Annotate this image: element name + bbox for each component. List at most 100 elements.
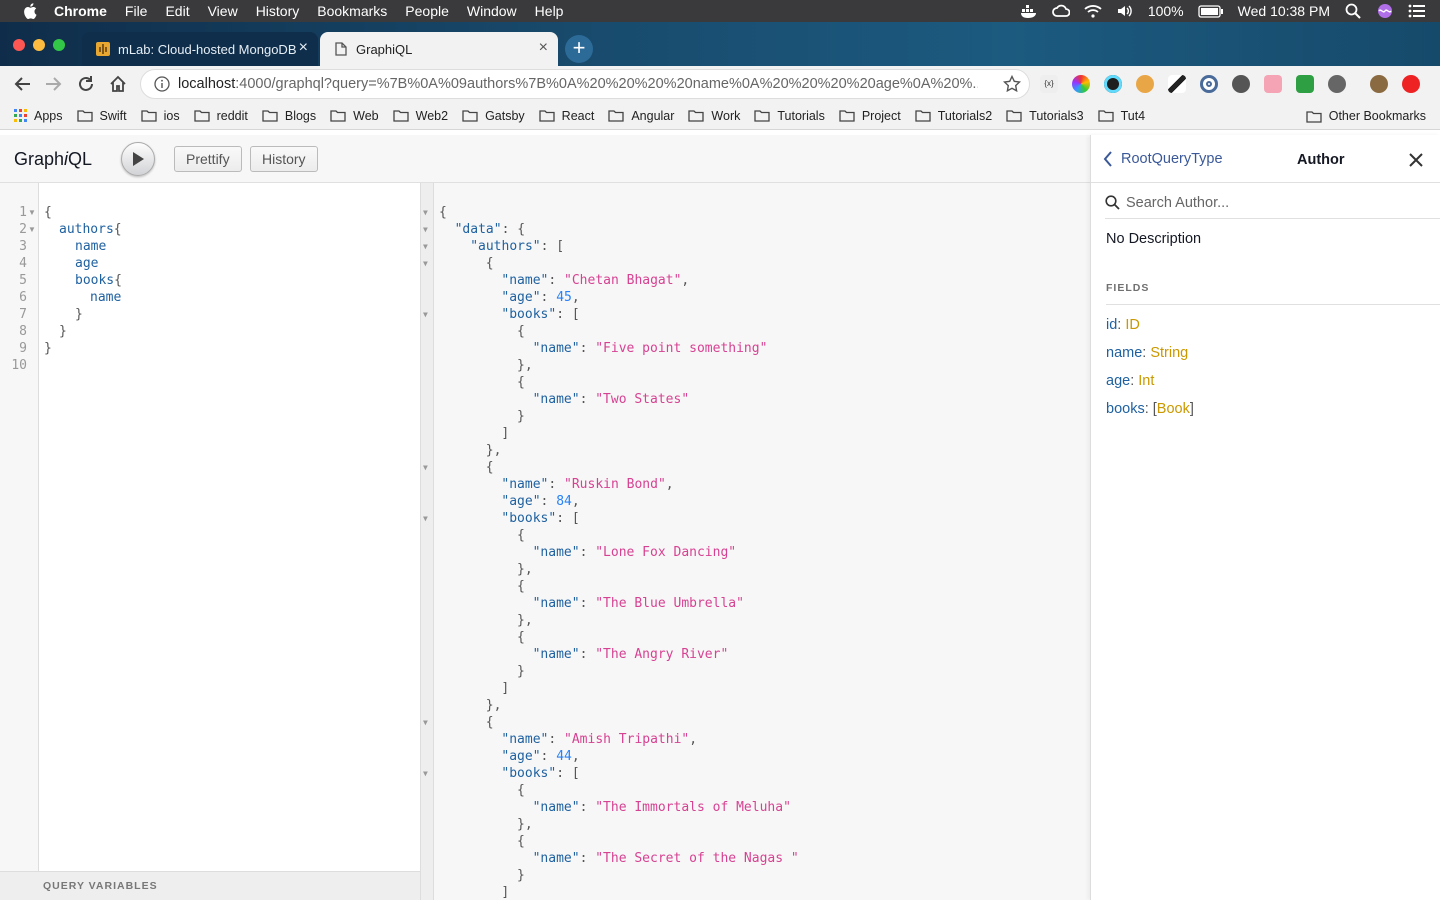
volume-icon[interactable] bbox=[1116, 3, 1134, 19]
result-line: { bbox=[517, 783, 525, 798]
folder-icon bbox=[1006, 110, 1022, 122]
tab-mlab[interactable]: mLab: Cloud-hosted MongoDB × bbox=[82, 32, 318, 66]
fold-arrow-icon[interactable]: ▼ bbox=[423, 225, 428, 234]
history-button[interactable]: History bbox=[250, 146, 318, 172]
bookmark-folder-react[interactable]: React bbox=[539, 109, 594, 123]
bookmark-folder-web[interactable]: Web bbox=[330, 109, 379, 123]
window-close-button[interactable] bbox=[13, 39, 25, 51]
fold-arrow-icon[interactable]: ▼ bbox=[423, 208, 428, 217]
address-bar[interactable]: localhost:4000/graphql?query=%7B%0A%09au… bbox=[140, 69, 1030, 99]
bookmark-folder-web2[interactable]: Web2 bbox=[392, 109, 448, 123]
docs-back-link[interactable]: RootQueryType bbox=[1103, 151, 1223, 167]
menu-history[interactable]: History bbox=[255, 3, 300, 19]
fold-arrow-icon[interactable]: ▼ bbox=[28, 225, 36, 234]
node-extension-icon[interactable] bbox=[1296, 75, 1314, 93]
target-extension-icon[interactable] bbox=[1200, 75, 1218, 93]
bookmark-folder-blogs[interactable]: Blogs bbox=[262, 109, 316, 123]
eyedropper-extension-icon[interactable] bbox=[1168, 75, 1186, 93]
fold-arrow-icon[interactable]: ▼ bbox=[423, 718, 428, 727]
window-zoom-button[interactable] bbox=[53, 39, 65, 51]
folder-icon bbox=[539, 110, 555, 122]
execute-query-button[interactable] bbox=[121, 142, 155, 176]
tab-close-icon[interactable]: × bbox=[538, 39, 548, 56]
fold-arrow-icon[interactable]: ▼ bbox=[423, 310, 428, 319]
bookmark-folder-reddit[interactable]: reddit bbox=[193, 109, 248, 123]
menu-help[interactable]: Help bbox=[534, 3, 564, 19]
url-text[interactable]: localhost:4000/graphql?query=%7B%0A%09au… bbox=[178, 76, 978, 92]
window-minimize-button[interactable] bbox=[33, 39, 45, 51]
menu-file[interactable]: File bbox=[124, 3, 148, 19]
ghostery-extension-icon[interactable] bbox=[1232, 75, 1250, 93]
tab-graphiql[interactable]: GraphiQL × bbox=[320, 32, 558, 66]
menubar-status-area: 100% Wed 10:38 PM bbox=[1020, 0, 1440, 22]
macos-menubar: Chrome File Edit View History Bookmarks … bbox=[0, 0, 1440, 22]
bookmark-other-bookmarks[interactable]: Other Bookmarks bbox=[1306, 109, 1426, 123]
menu-app-name[interactable]: Chrome bbox=[54, 3, 107, 19]
menu-window[interactable]: Window bbox=[466, 3, 517, 19]
line-number: 10 bbox=[11, 358, 27, 373]
home-icon[interactable] bbox=[106, 72, 130, 96]
json-formatter-extension-icon[interactable]: {x} bbox=[1040, 75, 1058, 93]
notification-center-icon[interactable] bbox=[1408, 3, 1426, 19]
result-line: "books": [ bbox=[501, 307, 580, 322]
menu-people[interactable]: People bbox=[405, 3, 449, 19]
cookie-extension-icon[interactable] bbox=[1136, 75, 1154, 93]
bookmark-folder-tutorials2[interactable]: Tutorials2 bbox=[915, 109, 992, 123]
color-picker-extension-icon[interactable] bbox=[1072, 75, 1090, 93]
site-info-icon[interactable] bbox=[154, 76, 170, 92]
bookmark-folder-tut4[interactable]: Tut4 bbox=[1097, 109, 1145, 123]
bookmark-folder-ios[interactable]: ios bbox=[140, 109, 180, 123]
creative-cloud-icon[interactable] bbox=[1051, 3, 1070, 19]
profile-avatar[interactable] bbox=[1370, 75, 1388, 93]
result-line: "name": "The Blue Umbrella" bbox=[532, 596, 744, 611]
field-name: name: String bbox=[1106, 345, 1189, 361]
result-line: } bbox=[517, 409, 525, 424]
menu-bookmarks[interactable]: Bookmarks bbox=[317, 3, 388, 19]
bookmark-folder-tutorials[interactable]: Tutorials bbox=[754, 109, 825, 123]
react-devtools-extension-icon[interactable] bbox=[1104, 75, 1122, 93]
forward-arrow-icon[interactable] bbox=[42, 72, 66, 96]
fold-arrow-icon[interactable]: ▼ bbox=[423, 259, 428, 268]
menu-view[interactable]: View bbox=[207, 3, 238, 19]
new-tab-plus-icon[interactable]: + bbox=[565, 35, 593, 63]
bookmark-apps[interactable]: Apps bbox=[14, 109, 63, 123]
close-icon[interactable] bbox=[1409, 153, 1423, 167]
battery-icon[interactable] bbox=[1197, 3, 1224, 19]
result-line: ] bbox=[501, 681, 510, 696]
apple-icon[interactable] bbox=[20, 1, 40, 21]
fold-arrow-icon[interactable]: ▼ bbox=[28, 208, 36, 217]
docker-icon[interactable] bbox=[1020, 3, 1038, 19]
bookmark-folder-angular[interactable]: Angular bbox=[608, 109, 674, 123]
battery-percent: 100% bbox=[1147, 3, 1184, 19]
bookmark-star-icon[interactable] bbox=[1003, 75, 1021, 93]
fold-arrow-icon[interactable]: ▼ bbox=[423, 769, 428, 778]
wifi-icon[interactable] bbox=[1084, 3, 1102, 19]
query-variables-toggle[interactable]: QUERY VARIABLES bbox=[0, 871, 420, 900]
result-line: { bbox=[517, 528, 525, 543]
bookmark-folder-gatsby[interactable]: Gatsby bbox=[462, 109, 525, 123]
spotlight-search-icon[interactable] bbox=[1344, 3, 1362, 19]
bookmarks-bar: Apps Swift ios reddit Blogs Web Web2 Gat… bbox=[0, 102, 1440, 130]
back-arrow-icon[interactable] bbox=[10, 72, 34, 96]
fold-arrow-icon[interactable]: ▼ bbox=[423, 514, 428, 523]
fold-arrow-icon[interactable]: ▼ bbox=[423, 242, 428, 251]
update-extension-icon[interactable] bbox=[1402, 75, 1420, 93]
siri-icon[interactable] bbox=[1376, 3, 1394, 19]
reload-icon[interactable] bbox=[74, 72, 98, 96]
bookmark-folder-tutorials3[interactable]: Tutorials3 bbox=[1006, 109, 1084, 123]
clock[interactable]: Wed 10:38 PM bbox=[1237, 3, 1330, 19]
bookmark-folder-project[interactable]: Project bbox=[839, 109, 901, 123]
bookmark-folder-swift[interactable]: Swift bbox=[76, 109, 127, 123]
graphiql-logo: GraphiQL bbox=[14, 149, 93, 169]
fold-arrow-icon[interactable]: ▼ bbox=[423, 463, 428, 472]
docs-search-input[interactable] bbox=[1126, 194, 1426, 211]
dark-reader-extension-icon[interactable] bbox=[1328, 75, 1346, 93]
prettify-button[interactable]: Prettify bbox=[174, 146, 242, 172]
result-line: { bbox=[517, 579, 525, 594]
bookmark-folder-work[interactable]: Work bbox=[688, 109, 740, 123]
editor-resize-divider[interactable]: ▼ ▼ ▼ ▼ ▼ ▼ ▼ ▼ ▼ bbox=[420, 183, 434, 900]
menu-edit[interactable]: Edit bbox=[165, 3, 190, 19]
tab-close-icon[interactable]: × bbox=[298, 39, 308, 56]
redux-extension-icon[interactable] bbox=[1264, 75, 1282, 93]
